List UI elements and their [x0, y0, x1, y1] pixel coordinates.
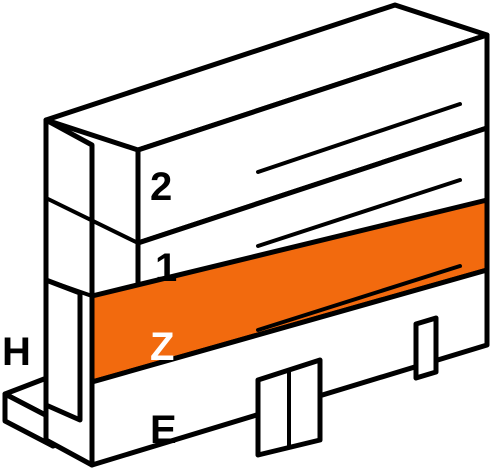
floor-divider-left-1 — [44, 278, 94, 298]
floor-divider-left-2 — [44, 196, 140, 245]
floor-label-e: E — [150, 408, 177, 452]
side-door — [413, 315, 439, 381]
floor-1-stripe — [256, 178, 462, 248]
wall-recess — [43, 277, 83, 423]
annex-label-h: H — [2, 330, 31, 374]
floor-label-2: 2 — [150, 165, 172, 209]
floor-label-z: Z — [150, 325, 174, 369]
floor-2-stripe — [256, 102, 462, 174]
floor-label-1: 1 — [155, 246, 177, 290]
floor-z-stripe — [256, 264, 462, 332]
